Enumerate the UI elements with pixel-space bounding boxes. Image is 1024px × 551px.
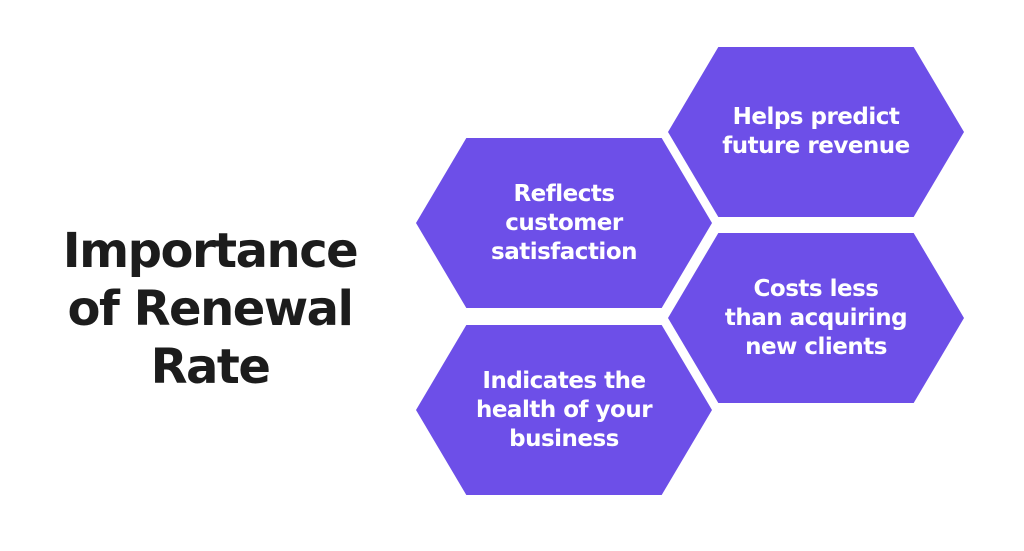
- hexagon-text-line: Reflects: [513, 180, 615, 207]
- hexagon-predict-revenue: Helps predict future revenue: [668, 47, 964, 217]
- hexagon-text-line: health of your: [475, 396, 653, 423]
- hexagon-costs-less: Costs less than acquiring new clients: [668, 233, 964, 403]
- title-line: Importance: [62, 223, 359, 279]
- hexagon-text-line: Costs less: [753, 275, 879, 302]
- hexagon-customer-satisfaction: Reflects customer satisfaction: [416, 138, 712, 308]
- hexagon-business-health: Indicates the health of your business: [416, 325, 712, 495]
- hexagon-text-line: customer: [505, 209, 623, 236]
- hexagon-text-line: future revenue: [722, 133, 910, 159]
- title-line: Rate: [150, 339, 271, 395]
- hexagon-text-line: Helps predict: [732, 104, 900, 130]
- diagram-title: Importance of Renewal Rate: [30, 222, 390, 396]
- hexagon-text-line: business: [509, 425, 619, 452]
- hexagon-text-line: satisfaction: [491, 238, 638, 265]
- title-line: of Renewal: [67, 281, 355, 337]
- hexagon-text-line: Indicates the: [482, 367, 646, 394]
- hexagon-text-line: than acquiring: [724, 304, 908, 331]
- hexagon-text-line: new clients: [745, 333, 887, 360]
